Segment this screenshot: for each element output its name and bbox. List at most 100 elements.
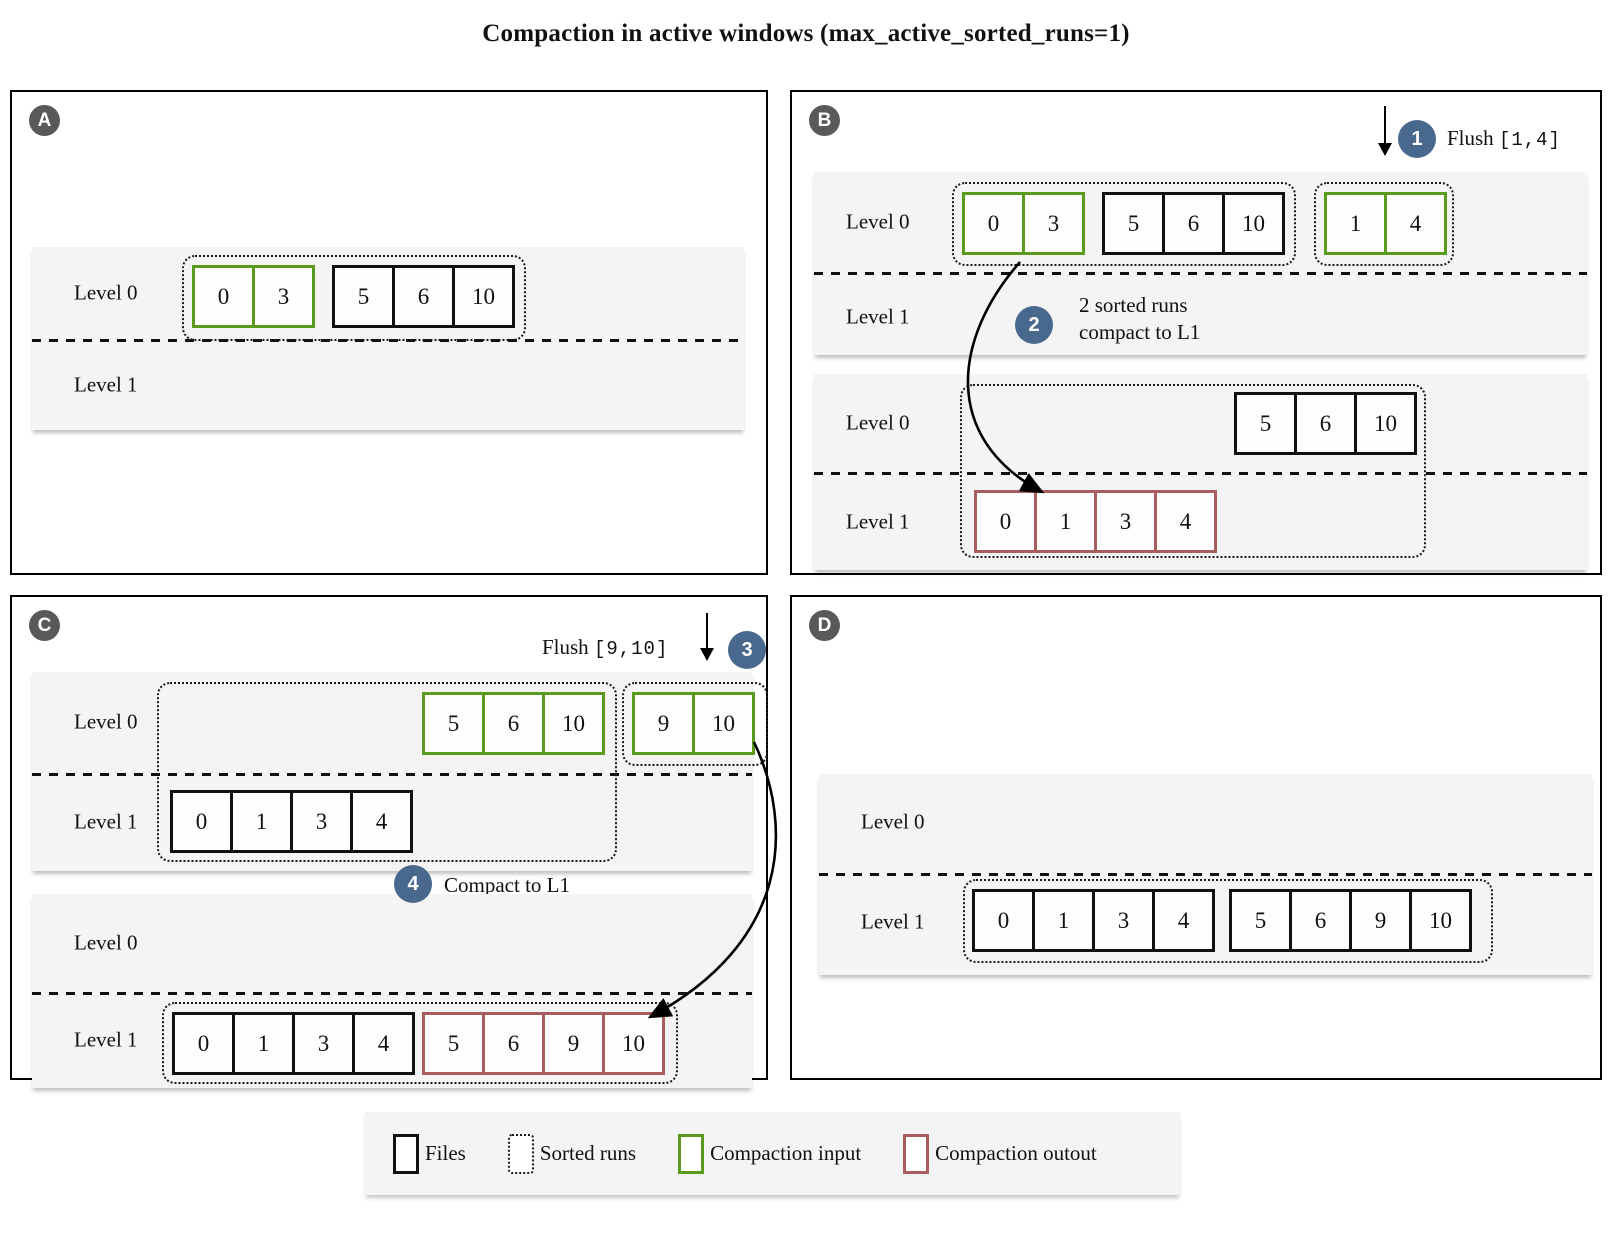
file-cell: 0	[974, 490, 1037, 553]
flush-word: Flush	[1447, 126, 1494, 150]
file-cell: 1	[235, 1012, 295, 1075]
file-cell: 5	[1102, 192, 1165, 255]
panel-c: C Flush [9,10] 3 Level 0 Level 1 5 6 10 …	[10, 595, 778, 1088]
file-cell: 3	[295, 1012, 355, 1075]
file-cell: 6	[395, 265, 455, 328]
panel-c-badge: C	[29, 610, 60, 641]
level-0-label: Level 0	[846, 209, 910, 234]
file-cell: 4	[353, 790, 413, 853]
legend-label: Compaction outout	[935, 1141, 1097, 1165]
level-1-label: Level 1	[861, 909, 925, 934]
file-cell: 1	[233, 790, 293, 853]
file-cell: 3	[1095, 889, 1155, 952]
file-cell: 9	[632, 692, 695, 755]
level-1-label: Level 1	[74, 809, 138, 834]
level-divider	[32, 992, 752, 995]
file-cell: 10	[1225, 192, 1285, 255]
sorted-run	[963, 879, 1493, 963]
panel-d-badge: D	[809, 610, 840, 641]
file-cell: 9	[545, 1012, 605, 1075]
legend: Files Sorted runs Compaction input Compa…	[365, 1112, 1180, 1195]
level-divider	[819, 873, 1592, 876]
file-cell: 1	[1037, 490, 1097, 553]
sorted-run	[182, 255, 526, 341]
flush-1-4-label: Flush [1,4]	[1447, 126, 1561, 151]
file-cell: 4	[355, 1012, 415, 1075]
flush-range: [1,4]	[1498, 129, 1561, 151]
file-cell: 5	[1229, 889, 1292, 952]
sorted-run	[162, 1002, 678, 1084]
level-0-label: Level 0	[74, 709, 138, 734]
file-cell: 10	[1412, 889, 1472, 952]
step-2-note-line2: compact to L1	[1079, 320, 1201, 344]
flush-9-10-label: Flush [9,10]	[542, 635, 668, 660]
compaction-output-swatch-icon	[903, 1133, 930, 1174]
sorted-run-spanning	[157, 682, 617, 862]
level-1-label: Level 1	[74, 1027, 138, 1052]
file-cell: 10	[455, 265, 515, 328]
file-group-0-3: 0 3	[962, 192, 1085, 255]
file-group-0-3: 0 3	[192, 265, 315, 328]
file-group-9-10-input: 9 10	[632, 692, 755, 755]
file-cell: 5	[332, 265, 395, 328]
step-2-badge: 2	[1015, 306, 1053, 344]
file-group-5-6-10: 5 6 10	[332, 265, 515, 328]
file-cell: 0	[962, 192, 1025, 255]
flush-word: Flush	[542, 635, 589, 659]
level-1-label: Level 1	[74, 372, 138, 397]
flush-down-arrow-icon	[1377, 106, 1392, 156]
panel-c-band-before: Level 0 Level 1 5 6 10 9 10 0 1 3 4	[32, 672, 768, 871]
legend-label: Sorted runs	[539, 1141, 637, 1165]
file-cell: 9	[1352, 889, 1412, 952]
sorted-run-spanning	[960, 384, 1426, 558]
file-cell: 1	[1035, 889, 1095, 952]
file-cell: 0	[172, 1012, 235, 1075]
file-group-5-6-10: 5 6 10	[1102, 192, 1285, 255]
file-group-0-1-3-4: 0 1 3 4	[172, 1012, 415, 1075]
sorted-run-swatch-icon	[507, 1133, 534, 1174]
file-cell: 5	[422, 1012, 485, 1075]
file-group-5-6-10-input: 5 6 10	[422, 692, 605, 755]
file-cell: 6	[485, 692, 545, 755]
file-cell: 0	[192, 265, 255, 328]
file-cell: 10	[545, 692, 605, 755]
step-4-badge: 4	[394, 865, 432, 903]
level-1-label: Level 1	[846, 509, 910, 534]
legend-label: Files	[425, 1141, 466, 1165]
panel-b-band-after: Level 0 Level 1 5 6 10 0 1 3 4	[814, 374, 1587, 570]
file-cell: 3	[1097, 490, 1157, 553]
diagram-title: Compaction in active windows (max_active…	[482, 20, 1130, 47]
legend-item-files: Files	[393, 1133, 466, 1174]
panel-b: B 1 Flush [1,4] Level 0 Level 1 0 3 5 6 …	[790, 90, 1602, 575]
flush-range: [9,10]	[593, 638, 669, 660]
file-cell: 5	[1234, 392, 1297, 455]
file-cell: 10	[695, 692, 755, 755]
file-cell: 0	[972, 889, 1035, 952]
level-0-label: Level 0	[846, 410, 910, 435]
sorted-run	[952, 182, 1296, 266]
file-group-0-1-3-4-output: 0 1 3 4	[974, 490, 1217, 553]
level-divider	[814, 472, 1587, 475]
file-cell: 0	[170, 790, 233, 853]
panel-c-band-after: Level 0 Level 1 0 1 3 4 5 6 9 10	[32, 894, 752, 1088]
legend-item-compaction-output: Compaction outout	[903, 1133, 1097, 1174]
legend-item-sorted-runs: Sorted runs	[507, 1133, 637, 1174]
step-2-note: 2 sorted runs compact to L1	[1079, 292, 1200, 346]
level-divider	[32, 773, 752, 776]
level-0-label: Level 0	[74, 930, 138, 955]
file-cell: 6	[1292, 889, 1352, 952]
file-cell: 3	[293, 790, 353, 853]
file-group-5-6-9-10-output: 5 6 9 10	[422, 1012, 665, 1075]
panel-d: D Level 0 Level 1 0 1 3 4 5 6 9 10	[790, 595, 1602, 1080]
level-0-label: Level 0	[74, 280, 138, 305]
panel-a-badge: A	[29, 105, 60, 136]
sorted-run-flushed	[1314, 182, 1454, 266]
flush-down-arrow-icon	[699, 613, 714, 661]
file-cell: 10	[605, 1012, 665, 1075]
file-cell: 3	[1025, 192, 1085, 255]
step-4-note: Compact to L1	[444, 873, 570, 897]
legend-label: Compaction input	[710, 1141, 862, 1165]
level-1-label: Level 1	[846, 304, 910, 329]
file-cell: 4	[1155, 889, 1215, 952]
